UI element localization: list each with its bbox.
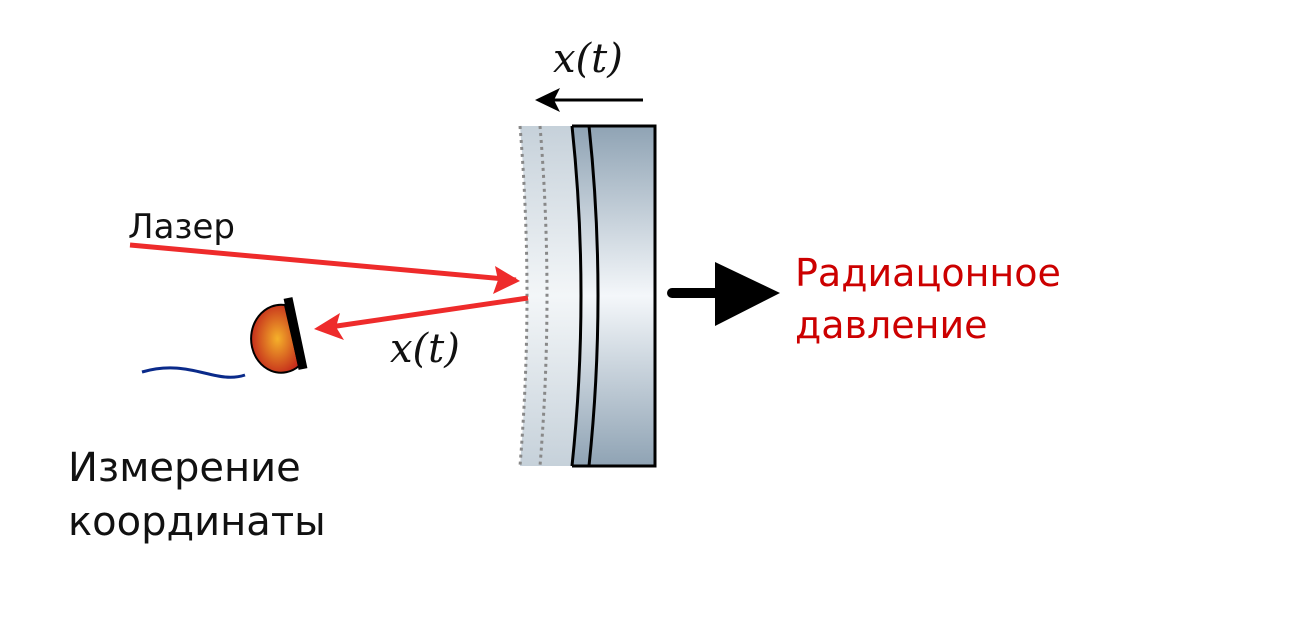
displaced-mirror-ghost	[518, 125, 583, 467]
reflected-arrowhead	[314, 313, 344, 340]
incident-arrowhead	[493, 266, 520, 294]
motion-label-reflected: x(t)	[390, 326, 460, 372]
radiation-pressure-arrow	[667, 262, 780, 326]
incident-laser-beam	[129, 242, 518, 285]
measurement-label-line1: Измерение	[68, 445, 301, 491]
displacement-arrow	[535, 88, 643, 112]
motion-label-top: x(t)	[553, 36, 623, 82]
radiation-pressure-label-line2: давление	[795, 303, 988, 347]
reflected-laser-beam	[329, 295, 529, 330]
radiation-pressure-label-line1: Радиацонное	[795, 251, 1061, 295]
photodetector-icon	[141, 297, 308, 379]
laser-label: Лазер	[128, 207, 235, 247]
movable-mirror	[570, 124, 657, 468]
measurement-label-line2: координаты	[68, 499, 326, 545]
